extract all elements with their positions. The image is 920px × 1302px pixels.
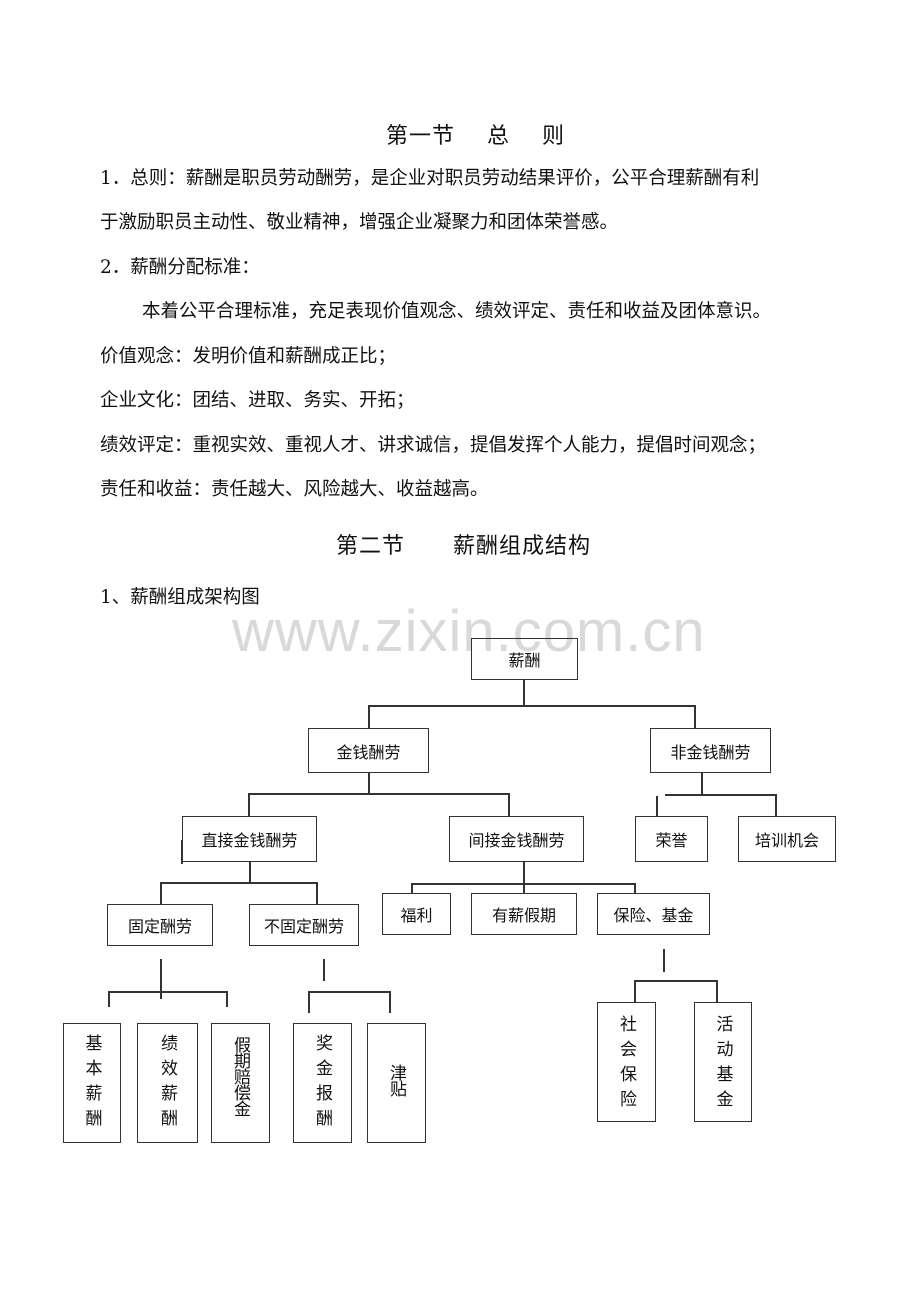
- watermark: www.zixin.com.cn: [232, 599, 706, 664]
- para1-line1: 1．总则：薪酬是职员劳动酬劳，是企业对职员劳动结果评价，公平合理薪酬有利: [100, 168, 760, 189]
- culture-line: 企业文化：团结、进取、务实、开拓；: [100, 390, 415, 411]
- connector: [694, 705, 696, 729]
- connector: [411, 883, 413, 894]
- node-non-monetary: 非金钱酬劳: [650, 728, 771, 773]
- connector: [108, 991, 228, 993]
- connector: [523, 680, 525, 706]
- node-fixed: 固定酬劳: [107, 904, 213, 946]
- connector: [226, 991, 228, 1007]
- connector: [323, 959, 325, 981]
- connector: [368, 773, 370, 794]
- connector: [308, 991, 391, 993]
- connector: [248, 793, 510, 795]
- node-base-salary: 基本薪酬: [63, 1023, 121, 1143]
- connector: [249, 862, 251, 883]
- node-paid-leave: 有薪假期: [471, 893, 577, 935]
- node-activity-fund: 活动基金: [694, 1002, 752, 1122]
- connector: [775, 794, 777, 816]
- node-root: 薪酬: [471, 638, 578, 680]
- node-training: 培训机会: [738, 816, 836, 862]
- node-allowance: 津贴: [367, 1023, 426, 1143]
- para2-heading: 2．薪酬分配标准：: [100, 257, 260, 278]
- responsibility-line: 责任和收益：责任越大、风险越大、收益越高。: [100, 479, 489, 500]
- connector: [389, 991, 391, 1013]
- para1-line2: 于激励职员主动性、敬业精神，增强企业凝聚力和团体荣誉感。: [100, 212, 619, 233]
- connector: [160, 882, 162, 904]
- connector: [701, 773, 703, 795]
- node-leave-compensation: 假期赔偿金: [211, 1023, 270, 1143]
- connector: [160, 959, 162, 999]
- connector: [508, 793, 510, 817]
- connector: [656, 796, 658, 816]
- connector: [665, 794, 776, 796]
- section2-subheading: 1、薪酬组成架构图: [100, 587, 260, 608]
- section1-title: 第一节 总 则: [386, 124, 565, 149]
- values-line: 价值观念：发明价值和薪酬成正比；: [100, 346, 397, 367]
- connector: [160, 882, 318, 884]
- node-variable: 不固定酬劳: [249, 904, 359, 946]
- connector: [634, 883, 636, 894]
- node-insurance-fund: 保险、基金: [597, 893, 710, 935]
- section2-title: 第二节 薪酬组成结构: [336, 534, 591, 559]
- connector: [181, 840, 183, 864]
- node-bonus: 奖金报酬: [293, 1023, 352, 1143]
- node-indirect: 间接金钱酬劳: [449, 816, 584, 862]
- connector: [368, 705, 370, 729]
- connector: [308, 991, 310, 1013]
- node-social-insurance: 社会保险: [597, 1002, 656, 1122]
- connector: [634, 980, 636, 1002]
- connector: [663, 949, 665, 972]
- performance-line: 绩效评定：重视实效、重视人才、讲求诚信，提倡发挥个人能力，提倡时间观念；: [100, 435, 767, 456]
- connector: [716, 980, 718, 1002]
- para2-body: 本着公平合理标准，充足表现价值观念、绩效评定、责任和收益及团体意识。: [142, 301, 772, 322]
- connector: [368, 705, 696, 707]
- node-welfare: 福利: [382, 893, 451, 935]
- connector: [248, 793, 250, 817]
- connector: [108, 991, 110, 1007]
- node-performance-pay: 绩效薪酬: [137, 1023, 198, 1143]
- node-honor: 荣誉: [635, 816, 708, 862]
- connector: [523, 862, 525, 894]
- node-monetary: 金钱酬劳: [308, 728, 429, 773]
- connector: [634, 980, 717, 982]
- connector: [316, 882, 318, 904]
- node-direct: 直接金钱酬劳: [182, 816, 317, 862]
- connector: [411, 883, 635, 885]
